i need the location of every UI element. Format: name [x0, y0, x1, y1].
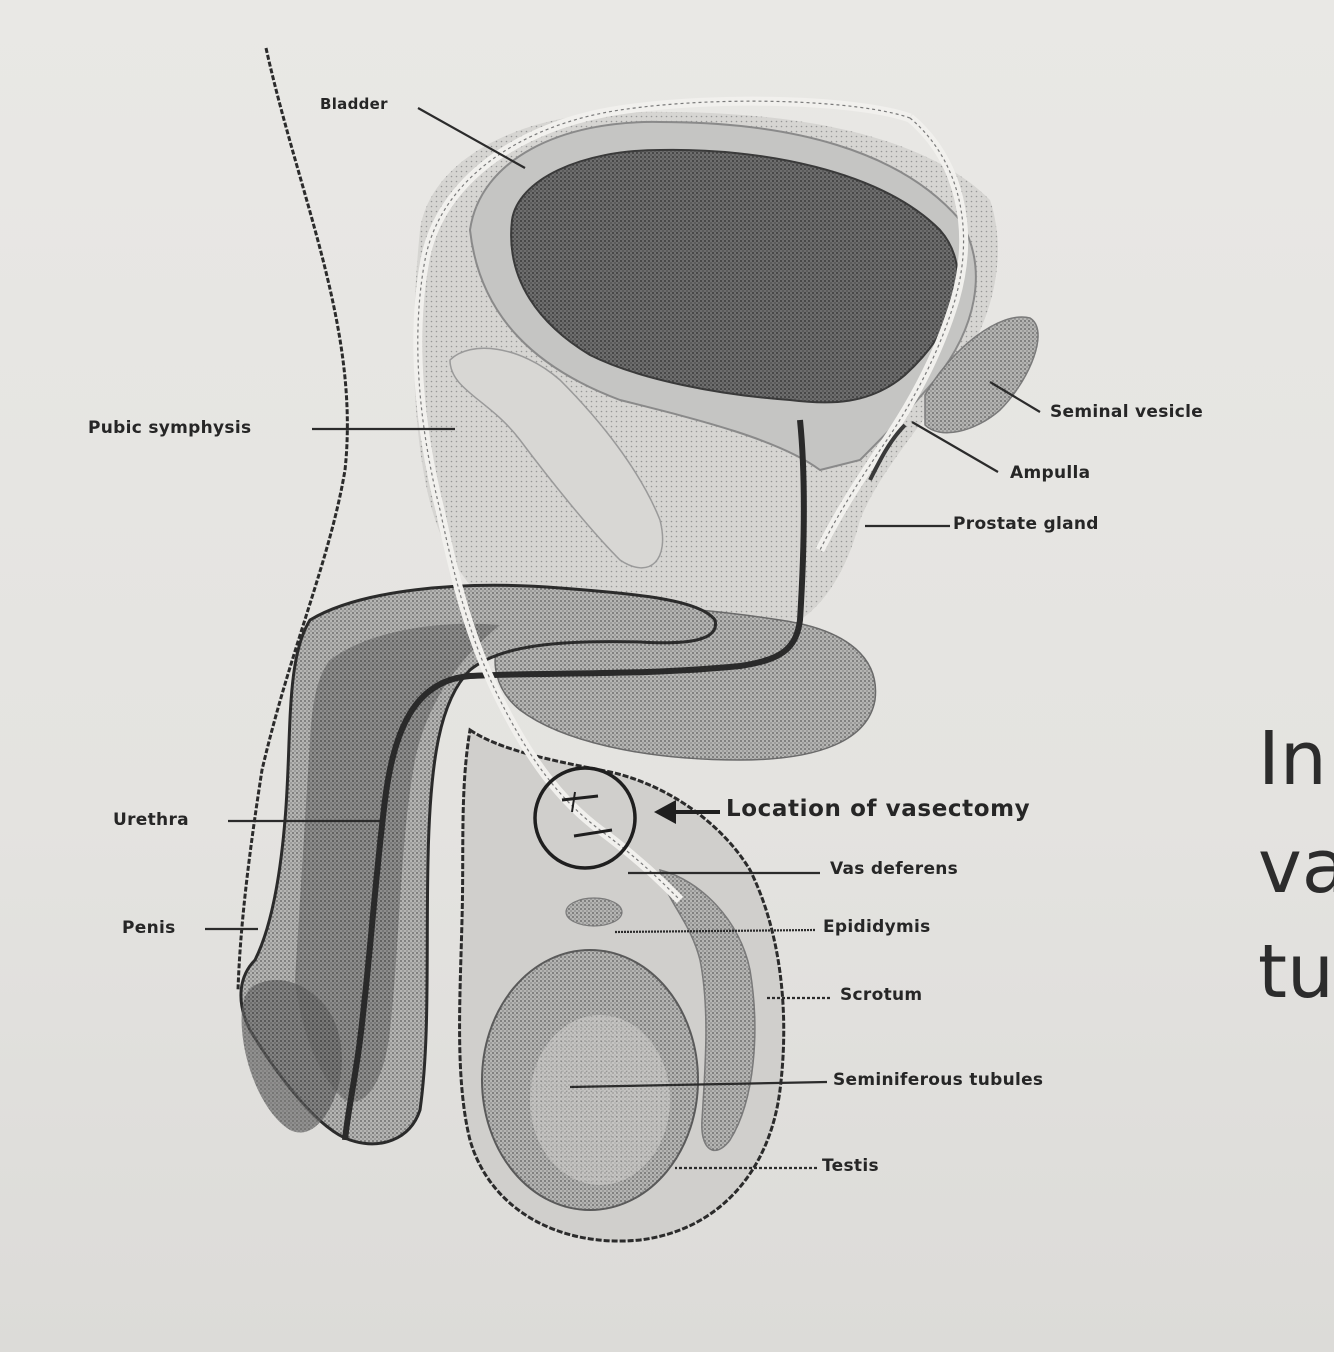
leader-seminal-vesicle	[989, 381, 1041, 413]
label-vas-deferens: Vas deferens	[830, 859, 959, 879]
label-location-of-vasectomy: Location of vasectomy	[726, 796, 1031, 822]
pubic-symphysis	[449, 347, 664, 569]
seminal-vesicle	[924, 316, 1039, 434]
ampulla	[868, 423, 907, 481]
label-pubic-symphysis: Pubic symphysis	[88, 418, 252, 438]
label-scrotum: Scrotum	[840, 985, 923, 1005]
vas-deferens-edge	[417, 100, 911, 901]
label-bladder: Bladder	[320, 95, 388, 113]
body-contour	[236, 47, 349, 991]
epididymis	[659, 868, 756, 1152]
label-urethra: Urethra	[113, 810, 189, 830]
label-epididymis: Epididymis	[823, 917, 931, 937]
leader-lines	[205, 107, 1041, 1170]
page-text-line-2: va	[1258, 824, 1334, 910]
vasectomy-cut-3	[571, 791, 576, 813]
label-seminiferous-tubules: Seminiferous tubules	[833, 1070, 1044, 1090]
label-prostate-gland: Prostate gland	[953, 514, 1099, 534]
seminiferous-tubules	[530, 1015, 670, 1185]
label-seminal-vesicle: Seminal vesicle	[1050, 402, 1204, 422]
leader-epididymis	[614, 928, 816, 934]
page-text-line-3: tu	[1258, 929, 1334, 1015]
glans	[241, 980, 342, 1133]
page-text-line-1: In	[1258, 716, 1327, 802]
vasectomy-arrow-head	[654, 800, 676, 824]
leader-bladder	[417, 107, 526, 169]
label-penis: Penis	[122, 918, 176, 938]
vasectomy-circle	[533, 766, 637, 870]
urethra	[342, 419, 807, 1141]
label-ampulla: Ampulla	[1010, 463, 1091, 483]
leader-seminiferous	[569, 1080, 828, 1089]
label-testis: Testis	[822, 1156, 879, 1176]
leader-ampulla	[911, 421, 999, 473]
bladder	[510, 148, 959, 404]
vasectomy-cut-2	[573, 828, 613, 838]
vasectomy-cut-1	[561, 794, 599, 802]
penile-tissue	[295, 623, 500, 1102]
epididymis-head	[565, 897, 623, 927]
vas-deferens-upper-edge	[819, 117, 965, 551]
